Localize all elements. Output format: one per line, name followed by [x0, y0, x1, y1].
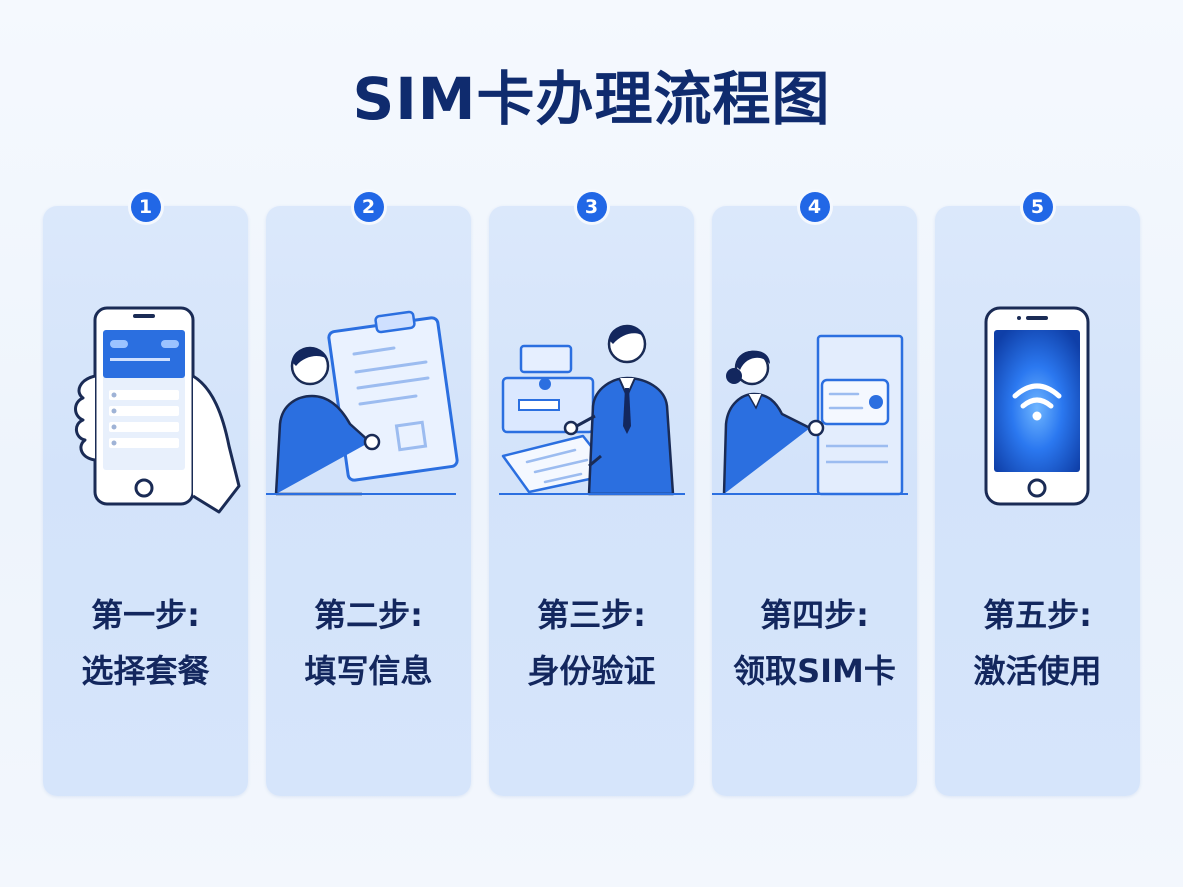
step-text: 激活使用 [973, 652, 1102, 690]
phone-in-hand-icon [43, 296, 248, 536]
step-text: 身份验证 [527, 652, 656, 690]
step-card-5: 5 [935, 192, 1140, 796]
page-title: SIM卡办理流程图 [352, 65, 831, 133]
step-text: 填写信息 [304, 652, 433, 690]
step-text: 选择套餐 [81, 652, 210, 690]
identity-verification-icon [489, 296, 694, 536]
step-number-badge: 2 [353, 192, 384, 222]
step-number-badge: 3 [576, 192, 607, 222]
step-number-badge: 5 [1022, 192, 1053, 222]
step-card-4: 4 [712, 192, 917, 796]
receive-sim-card-icon [712, 296, 917, 536]
person-clipboard-icon [266, 296, 471, 536]
step-heading: 第三步: [537, 596, 646, 634]
step-text: 领取SIM卡 [733, 652, 896, 690]
step-card-2: 2 第二步: 填写信息 [266, 192, 471, 796]
step-card-1: 1 [43, 192, 248, 796]
step-number-badge: 1 [130, 192, 161, 222]
step-number-badge: 4 [799, 192, 830, 222]
step-card-3: 3 [489, 192, 694, 796]
step-heading: 第一步: [91, 596, 200, 634]
step-heading: 第四步: [760, 596, 869, 634]
step-heading: 第二步: [314, 596, 423, 634]
phone-signal-icon [935, 296, 1140, 536]
step-heading: 第五步: [983, 596, 1092, 634]
